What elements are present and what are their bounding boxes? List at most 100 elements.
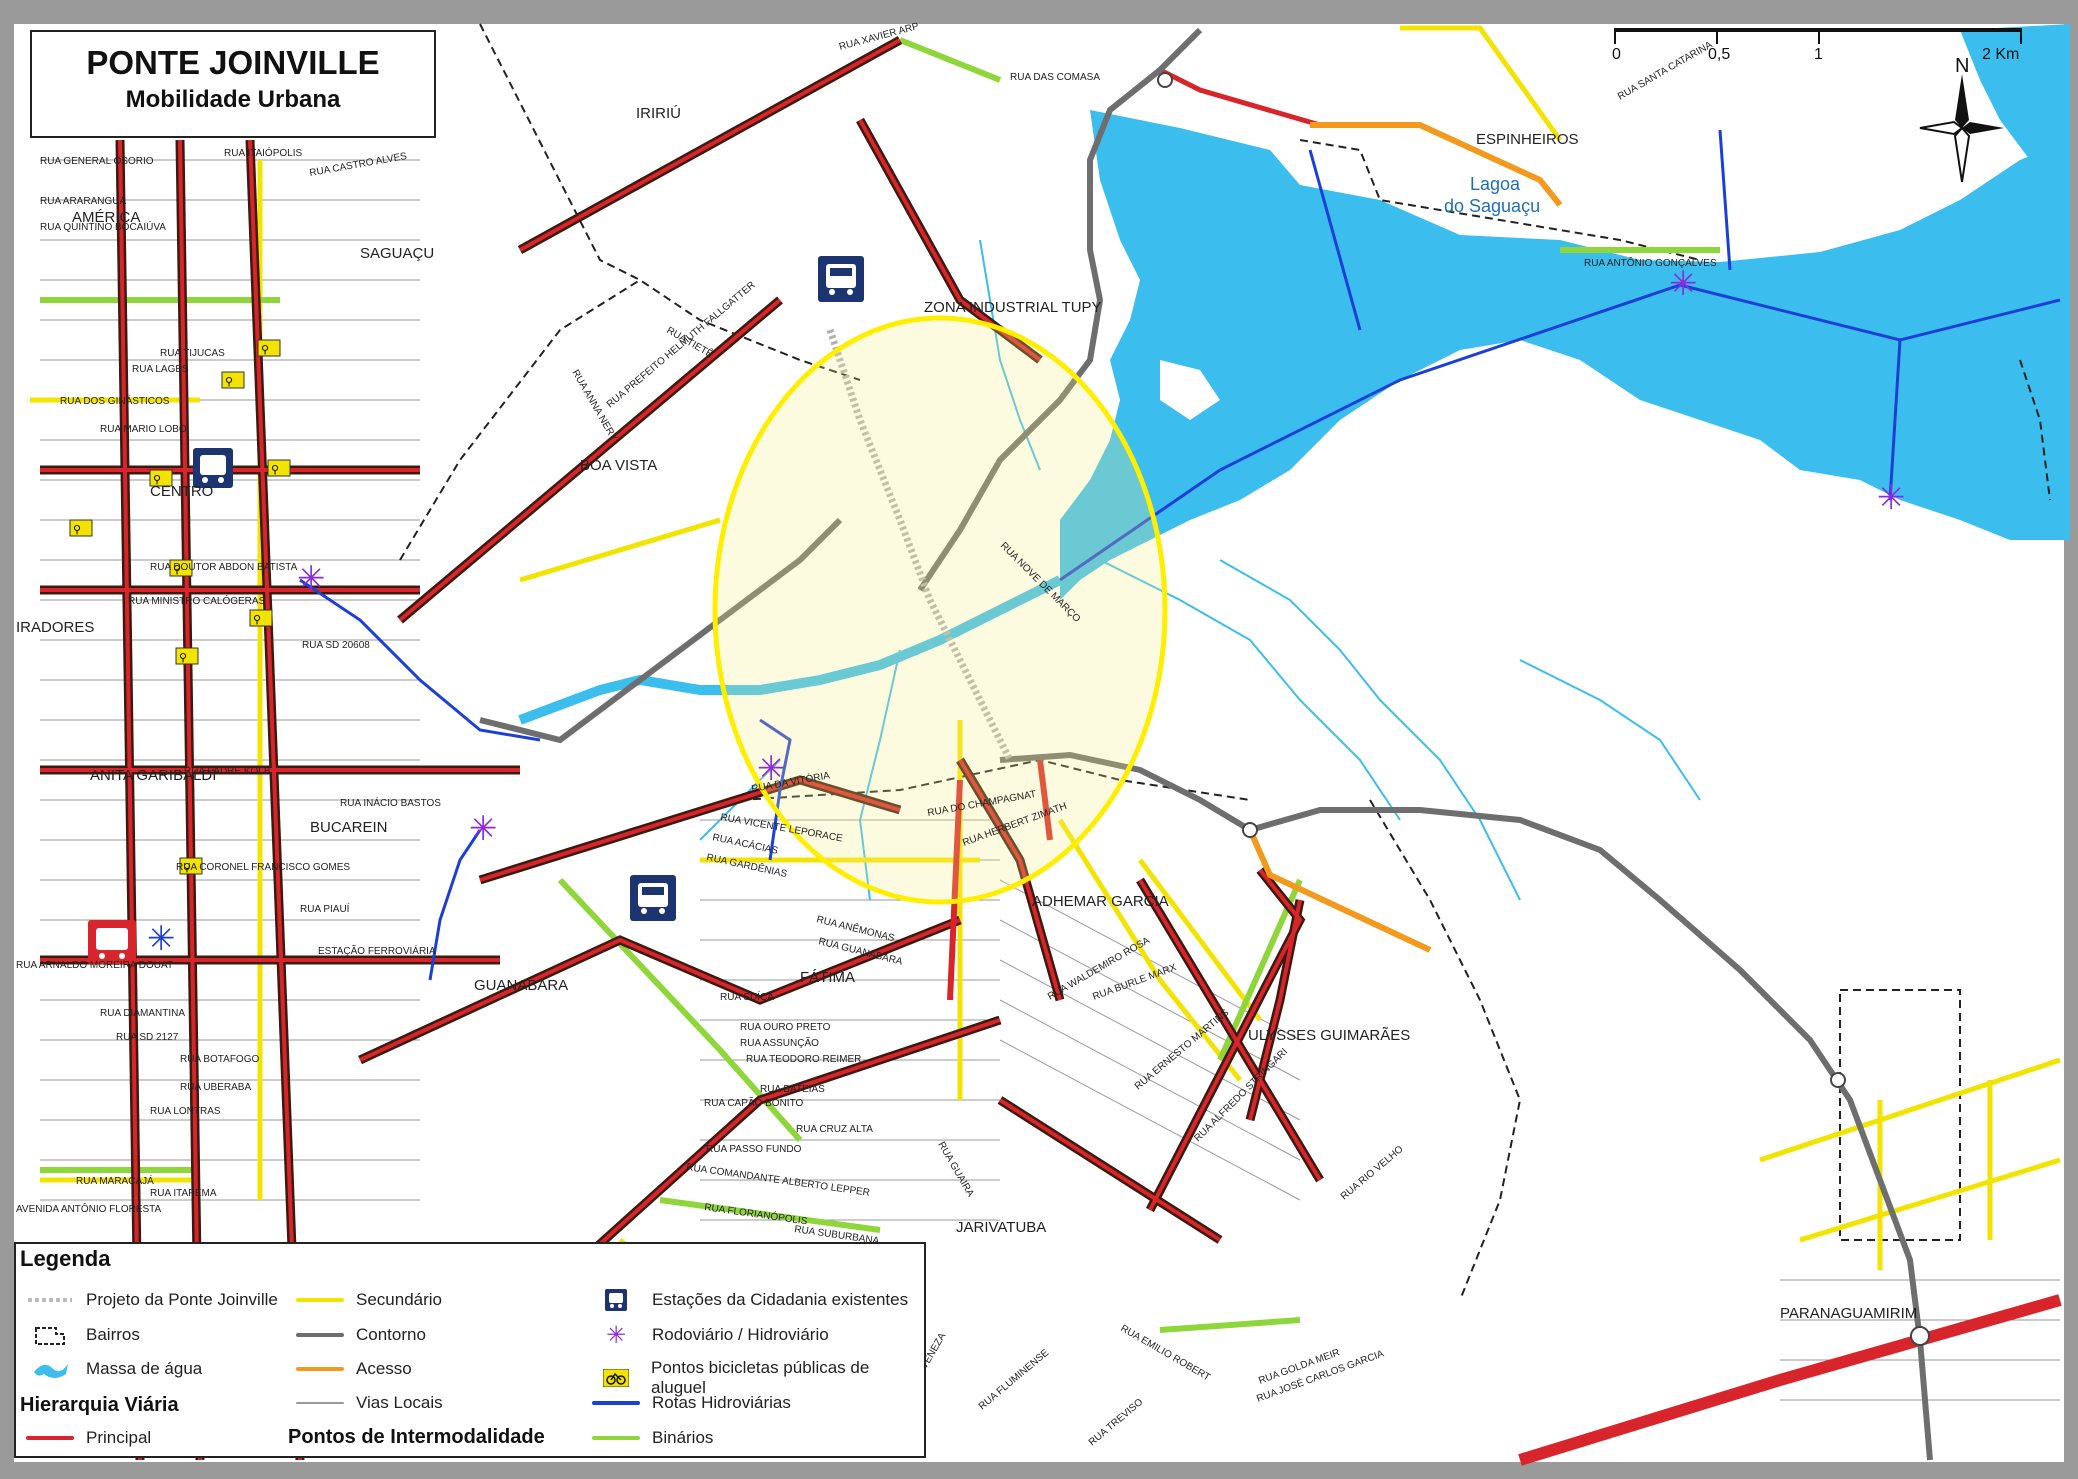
road-label: RUA SUÍÇA	[720, 990, 774, 1003]
road-label: RUA CRUZ ALTA	[796, 1124, 873, 1135]
road-label: RUA ASSUNÇÃO	[740, 1036, 819, 1049]
road-label: RUA CAPÃO BONITO	[704, 1096, 804, 1109]
water-bodies	[518, 24, 2070, 725]
road-label: RUA ARNALDO MOREIRA DOUAT	[16, 960, 173, 971]
road-label: RUA LAGES	[132, 364, 189, 375]
svg-text:⚲: ⚲	[253, 613, 261, 626]
estacao-icon	[588, 1289, 644, 1311]
principal-roads	[40, 36, 2062, 1466]
place-label: SAGUAÇU	[360, 245, 434, 262]
road-label: RUA BOTAFOGO	[180, 1054, 259, 1065]
estacoes-cidadania[interactable]	[88, 256, 864, 964]
secondary-line-icon	[292, 1289, 348, 1311]
svg-text:⚲: ⚲	[225, 375, 233, 388]
scale-label: 1	[1814, 46, 1823, 63]
local-road-line-icon	[292, 1392, 348, 1414]
place-label: AMÉRICA	[72, 209, 140, 226]
place-label: ADHEMAR GARCIA	[1032, 893, 1169, 910]
water-body-icon	[22, 1358, 78, 1380]
bike-point-icon: ⚲	[249, 609, 273, 627]
legend-label: Rodoviário / Hidroviário	[652, 1325, 829, 1344]
road-label: RUA ITAIÓPOLIS	[224, 146, 302, 159]
terminal-urbano-marker	[88, 920, 136, 964]
place-label: IRIRIÚ	[636, 105, 681, 122]
road-label: RUA PASSO FUNDO	[706, 1144, 802, 1155]
bike-share-points[interactable]: ⚲ ⚲ ⚲ ⚲ ⚲ ⚲ ⚲ ⚲ ⚲	[69, 339, 291, 875]
road-label: RUA GENERAL OSORIO	[40, 156, 154, 167]
legend-title: Legenda	[20, 1246, 111, 1271]
legend-label: Rotas Hidroviárias	[652, 1393, 791, 1412]
acesso-roads	[1247, 122, 1563, 953]
legend-label: Principal	[86, 1428, 152, 1447]
bike-point-icon: ⚲	[257, 339, 281, 357]
contorno-roads	[479, 27, 1933, 1461]
svg-text:⚲: ⚲	[73, 523, 81, 536]
rodoviario-marker: ✳	[469, 809, 498, 849]
island-2	[1160, 360, 1220, 420]
study-area-highlight	[712, 315, 1168, 905]
project-line-icon	[22, 1289, 78, 1311]
svg-text:✳: ✳	[297, 559, 326, 599]
svg-text:⚲: ⚲	[173, 563, 181, 576]
lagoon-label: Lagoa	[1470, 174, 1521, 194]
place-label: GUANABARA	[474, 977, 568, 994]
svg-text:⚲: ⚲	[153, 473, 161, 486]
bike-point-icon: ⚲	[69, 519, 93, 537]
road-label: RUA MARIO LOBO	[100, 424, 187, 435]
bike-point-icon: ⚲	[221, 371, 245, 389]
road-label: RUA OURO PRETO	[740, 1022, 831, 1033]
legend-label: Secundário	[356, 1290, 443, 1309]
road-label: ESTAÇÃO FERROVIÁRIA	[318, 944, 436, 957]
legend-item-principal: Principal	[22, 1427, 151, 1449]
legend-label: Pontos bicicletas públicas de aluguel	[651, 1358, 870, 1397]
bike-point-icon: ⚲	[267, 459, 291, 477]
principal-south-paranaguamirim	[1518, 1294, 2062, 1466]
hidroviaria-line-icon	[588, 1392, 644, 1414]
estacao-marker	[818, 256, 864, 302]
map-subtitle: Mobilidade Urbana	[125, 86, 341, 113]
scale-bar: 0 0,5 1 2 Km	[1612, 26, 2024, 63]
rodoviario-asterisk-icon: ✳	[605, 1321, 627, 1349]
legend-label: Massa de água	[86, 1359, 203, 1378]
principal-herbert	[1037, 759, 1053, 841]
scale-label: 0,5	[1708, 46, 1731, 63]
legend-item-secundario: Secundário	[292, 1289, 442, 1311]
road-label: AVENIDA ANTÔNIO FLORESTA	[16, 1202, 162, 1215]
legend-label: Bairros	[86, 1325, 140, 1344]
svg-text:✳: ✳	[1877, 478, 1906, 518]
contorno-line-icon	[292, 1324, 348, 1346]
north-arrow-icon: N	[1919, 55, 2004, 183]
legend-item-vias: Vias Locais	[292, 1392, 443, 1414]
place-label: BOA VISTA	[580, 457, 657, 474]
rodoviario-marker: ✳	[757, 749, 786, 789]
road-label: RUA DAS COMASA	[1010, 72, 1100, 83]
intermodal-markers[interactable]: ✳ ✳ ✳ ✳ ✳ ✳	[147, 264, 1906, 959]
legend-item-acesso: Acesso	[292, 1358, 412, 1380]
road-label: RUA PADRE KOLB	[184, 766, 271, 777]
svg-text:✳: ✳	[757, 749, 786, 789]
binario-line-icon	[588, 1427, 644, 1449]
road-label: RUA DIAMANTINA	[100, 1008, 185, 1019]
rodoviario-marker: ✳	[1669, 264, 1698, 304]
place-label: ULYSSES GUIMARÃES	[1248, 1027, 1410, 1044]
svg-text:⚲: ⚲	[183, 861, 191, 874]
acesso-line-icon	[292, 1358, 348, 1380]
place-labels: IRIRIÚ SAGUAÇU AMÉRICA CENTRO BOA VISTA …	[16, 105, 1917, 1322]
lagoon-label: do Saguaçu	[1444, 196, 1540, 216]
road-label: RUA CORONEL FRANCISCO GOMES	[176, 862, 350, 873]
place-label: PARANAGUAMIRIM	[1780, 1305, 1917, 1322]
road-label: RUA MINISTRO CALÓGERAS	[128, 594, 266, 607]
lagoon-east-channel	[1960, 24, 2070, 160]
scale-label: 2 Km	[1982, 46, 2020, 63]
road-label: RUA QUINTINO BOCAIÚVA	[40, 220, 166, 233]
bike-point-icon: ⚲	[179, 857, 203, 875]
place-label: BUCAREIN	[310, 819, 388, 836]
rodoviario-marker: ✳	[1877, 478, 1906, 518]
place-label: FÁTIMA	[800, 969, 855, 986]
road-label: RUA INÁCIO BASTOS	[340, 796, 441, 809]
legend-intermodal-title: Pontos de Intermodalidade	[288, 1426, 545, 1448]
place-label: JARIVATUBA	[956, 1219, 1046, 1236]
road-label: RUA BATEIAS	[760, 1084, 825, 1095]
map-legend: Legenda Projeto da Ponte Joinville Bairr…	[14, 1242, 926, 1458]
